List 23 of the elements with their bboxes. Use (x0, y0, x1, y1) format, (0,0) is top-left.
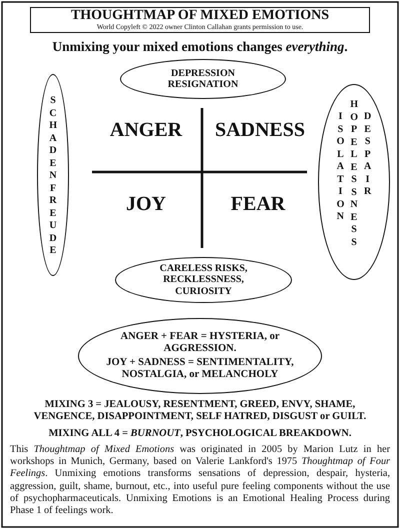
title-box (30, 7, 370, 33)
emotion-ellipse (37, 74, 69, 276)
vertical-text: SCHADENFREUDE (49, 95, 57, 258)
ellipse-text: CARELESS RISKS, RECKLESSNESS, CURIOSITY (158, 262, 248, 298)
emotion-ellipse (120, 59, 286, 99)
title-text: THOUGHTMAP OF MIXED EMOTIONS (70, 8, 330, 24)
quadrant-label: ANGER (108, 118, 184, 142)
mixing-note: MIXING ALL 4 = BURNOUT, PSYCHOLOGICAL BREAKDOWN. (48, 428, 352, 440)
quadrant-label: FEAR (230, 192, 286, 216)
quadrant-label: JOY (125, 192, 167, 216)
quadrant-label: SADNESS (214, 118, 306, 142)
subtitle: Unmixing your mixed emotions changes everything. (51, 39, 349, 56)
ellipse-text: JOY + SADNESS = SENTIMENTALITY, NOSTALGIA, or MELANCHOLY (105, 357, 295, 382)
mixing-note: MIXING 3 = JEALOUSY, RESENTMENT, GREED, ENVY, SHAME, VENGENCE, DISAPPOINTMENT, SELF HATRED, DISGUST or GUILT. (32, 399, 368, 424)
vertical-text: HOPELESSNESS (350, 99, 358, 249)
ellipse-text: ANGER + FEAR = HYSTERIA, or AGGRESSION. (120, 330, 280, 355)
ellipse-text: DEPRESSION RESIGNATION (166, 68, 240, 90)
vertical-text: ISOLATION (336, 111, 344, 224)
vertical-text: DESPAIR (364, 111, 372, 198)
emotion-ellipse (318, 84, 390, 280)
emotion-ellipse (115, 257, 292, 303)
description-paragraph: This Thoughtmap of Mixed Emotions was originated in 2005 by Marion Lutz in her workshops in Munich, Germany, based on Valerie Lankford's 1975 Thoughtmap of Four Feelings. Unmixing emotions transforms sensations of depression, despair, hysteria, aggression, guilt, shame, burnout, etc., into useful pure feeling components without the use of psychopharmaceuticals. Unmixing Emotions is an Emotional Healing Process during Phase 1 of feelings work. (10, 444, 390, 518)
emotion-ellipse (78, 318, 322, 394)
